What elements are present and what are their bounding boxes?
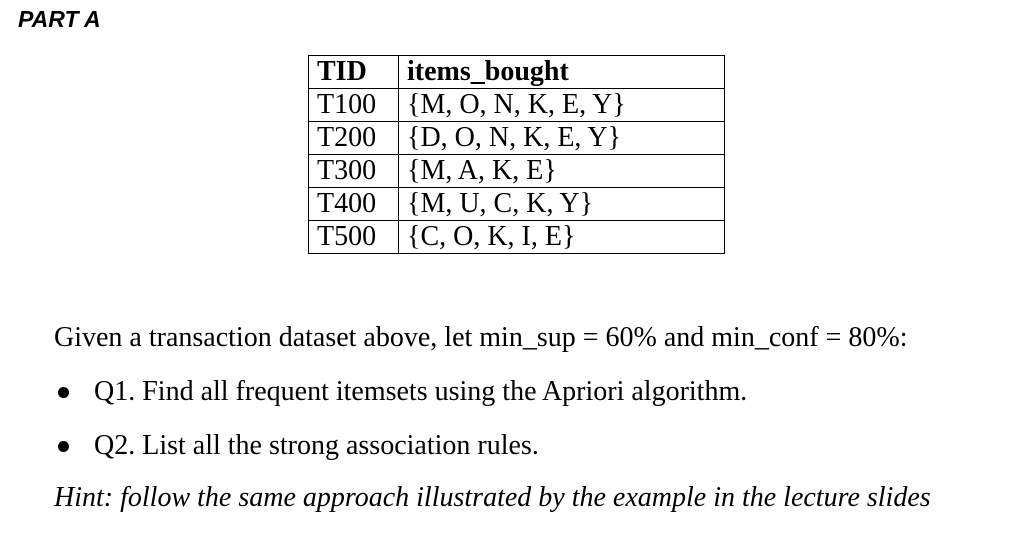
table-row: T300 {M, A, K, E} bbox=[308, 154, 725, 188]
part-title: PART A bbox=[18, 6, 101, 32]
question-1-text: Q1. Find all frequent itemsets using the… bbox=[94, 376, 748, 407]
column-header-tid: TID bbox=[308, 55, 399, 89]
transaction-table: TID items_bought T100 {M, O, N, K, E, Y}… bbox=[308, 55, 725, 254]
intro-paragraph: Given a transaction dataset above, let m… bbox=[54, 322, 908, 353]
items-cell: {M, U, C, K, Y} bbox=[398, 187, 725, 221]
hint-text: Hint: follow the same approach illustrat… bbox=[54, 482, 931, 513]
bullet-icon bbox=[58, 441, 69, 452]
items-cell: {M, A, K, E} bbox=[398, 154, 725, 188]
table-row: T100 {M, O, N, K, E, Y} bbox=[308, 88, 725, 122]
table-row: T500 {C, O, K, I, E} bbox=[308, 220, 725, 254]
tid-cell: T400 bbox=[308, 187, 399, 221]
items-cell: {M, O, N, K, E, Y} bbox=[398, 88, 725, 122]
bullet-icon bbox=[58, 387, 69, 398]
tid-cell: T300 bbox=[308, 154, 399, 188]
tid-cell: T100 bbox=[308, 88, 399, 122]
table-row: T400 {M, U, C, K, Y} bbox=[308, 187, 725, 221]
table-row: T200 {D, O, N, K, E, Y} bbox=[308, 121, 725, 155]
tid-cell: T200 bbox=[308, 121, 399, 155]
items-cell: {D, O, N, K, E, Y} bbox=[398, 121, 725, 155]
column-header-items-bought: items_bought bbox=[398, 55, 725, 89]
items-cell: {C, O, K, I, E} bbox=[398, 220, 725, 254]
table-header-row: TID items_bought bbox=[308, 55, 725, 89]
tid-cell: T500 bbox=[308, 220, 399, 254]
question-2-text: Q2. List all the strong association rule… bbox=[94, 430, 539, 461]
